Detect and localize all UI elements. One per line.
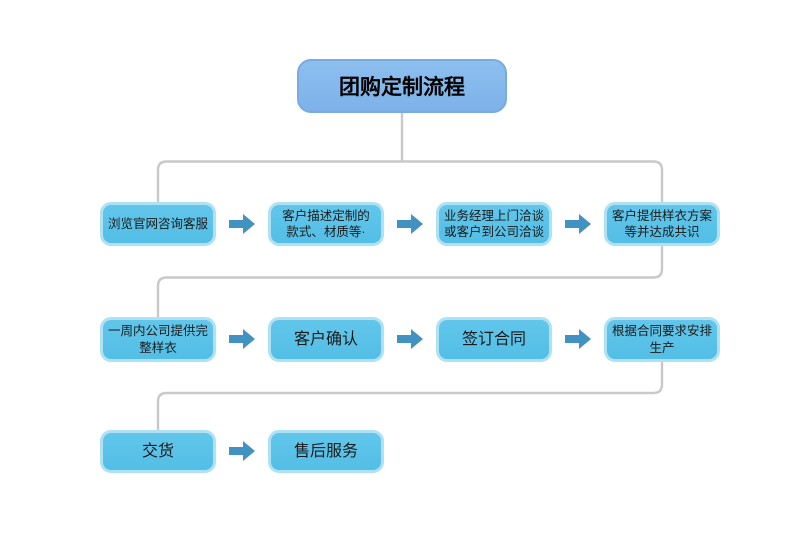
flow-node-delivery: 交货 (100, 430, 216, 473)
flow-node-sample-plan-consensus: 客户提供样衣方案 等并达成共识 (604, 202, 720, 246)
flow-title-node: 团购定制流程 (297, 59, 507, 113)
arrow-right-icon (229, 329, 255, 349)
flow-node-sign-contract: 签订合同 (436, 317, 552, 362)
arrow-right-icon (565, 329, 591, 349)
flow-node-arrange-production: 根据合同要求安排 生产 (604, 317, 720, 362)
flow-title-label: 团购定制流程 (339, 76, 465, 99)
node-label: 客户确认 (293, 330, 358, 348)
node-label: 根据合同要求安排 生产 (611, 324, 712, 355)
connector-row2-row3 (156, 362, 664, 430)
flow-node-describe-custom: 客户描述定制的 款式、材质等· (268, 202, 384, 246)
node-label: 浏览官网咨询客服 (107, 216, 208, 231)
node-label: 一周内公司提供完 整样衣 (107, 324, 208, 355)
arrow-right-icon (565, 214, 591, 234)
arrow-right-icon (397, 329, 423, 349)
node-label: 客户描述定制的 款式、材质等· (282, 208, 370, 240)
flow-node-provide-full-sample: 一周内公司提供完 整样衣 (100, 317, 216, 362)
node-label: 交货 (141, 442, 174, 460)
node-label: 客户提供样衣方案 等并达成共识 (611, 208, 712, 240)
flow-node-manager-visit: 业务经理上门洽谈 或客户到公司洽谈 (436, 202, 552, 246)
flow-node-after-sales: 售后服务 (268, 430, 384, 473)
arrow-right-icon (229, 214, 255, 234)
arrow-right-icon (397, 214, 423, 234)
arrow-right-icon (229, 441, 255, 461)
connector-top-bracket (156, 160, 664, 202)
node-label: 签订合同 (461, 330, 526, 348)
node-label: 业务经理上门洽谈 或客户到公司洽谈 (443, 208, 544, 240)
flow-node-customer-confirm: 客户确认 (268, 317, 384, 362)
connector-row1-row2 (156, 246, 664, 317)
node-label: 售后服务 (293, 442, 358, 460)
flow-node-browse-website: 浏览官网咨询客服 (100, 202, 216, 246)
